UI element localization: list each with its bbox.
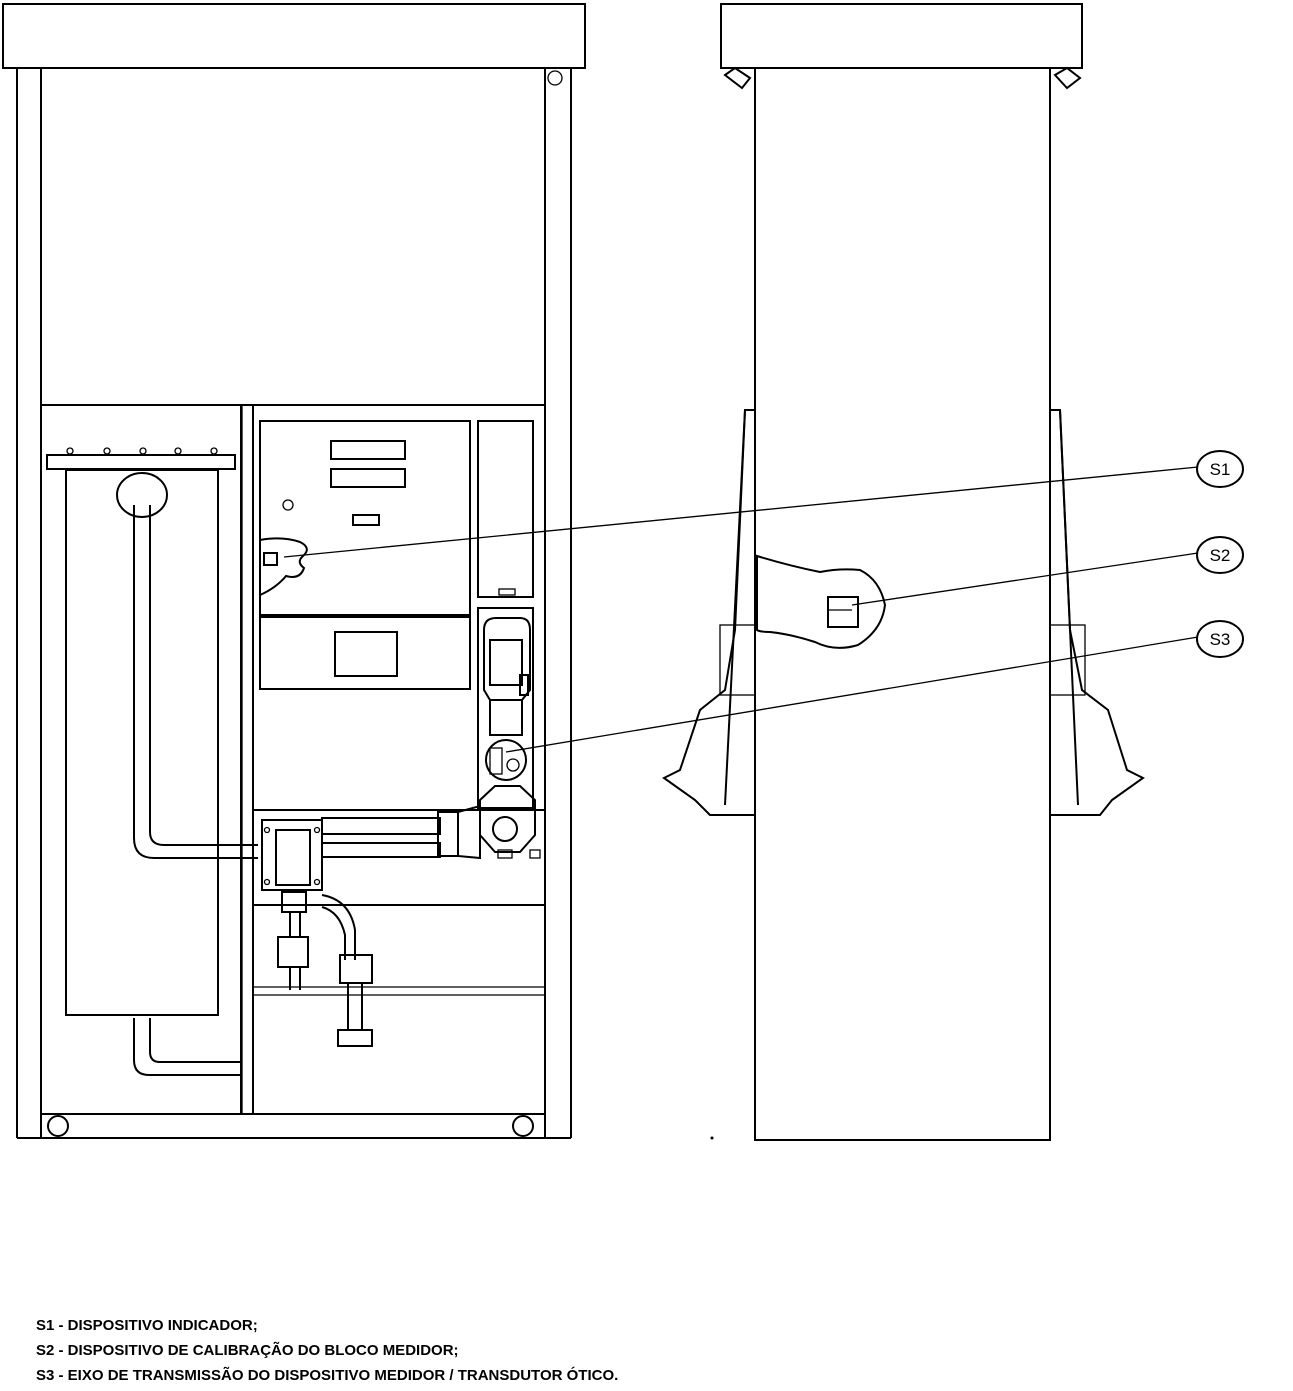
legend-item-s2: S2 - DISPOSITIVO DE CALIBRAÇÃO DO BLOCO … bbox=[36, 1342, 459, 1359]
callout-s3-label: S3 bbox=[1210, 630, 1231, 649]
callout-s1: S1 bbox=[1196, 450, 1244, 488]
filter-flange bbox=[46, 454, 236, 470]
side-view bbox=[662, 3, 1145, 1141]
callout-s2: S2 bbox=[1196, 536, 1244, 574]
front-canopy bbox=[2, 3, 586, 69]
side-canopy bbox=[720, 3, 1083, 69]
motor-box bbox=[261, 819, 323, 891]
callout-s2-label: S2 bbox=[1210, 546, 1231, 565]
indicator-cutaway bbox=[259, 537, 308, 597]
callout-s1-label: S1 bbox=[1210, 460, 1231, 479]
legend-item-s1: S1 - DISPOSITIVO INDICADOR; bbox=[36, 1317, 258, 1334]
display-panel bbox=[259, 420, 471, 616]
transmission-shaft bbox=[485, 739, 527, 781]
front-left-foot bbox=[47, 1115, 69, 1137]
side-column bbox=[754, 67, 1051, 1141]
filter-tank bbox=[65, 469, 219, 1016]
front-view bbox=[2, 3, 586, 1139]
front-right-foot bbox=[512, 1115, 534, 1137]
callout-s3: S3 bbox=[1196, 620, 1244, 658]
legend: S1 - DISPOSITIVO INDICADOR; S2 - DISPOSI… bbox=[36, 1313, 618, 1388]
legend-item-s3: S3 - EIXO DE TRANSMISSÃO DO DISPOSITIVO … bbox=[36, 1367, 619, 1384]
callout-leaders bbox=[283, 466, 1199, 753]
calibration-cutaway bbox=[756, 554, 887, 649]
